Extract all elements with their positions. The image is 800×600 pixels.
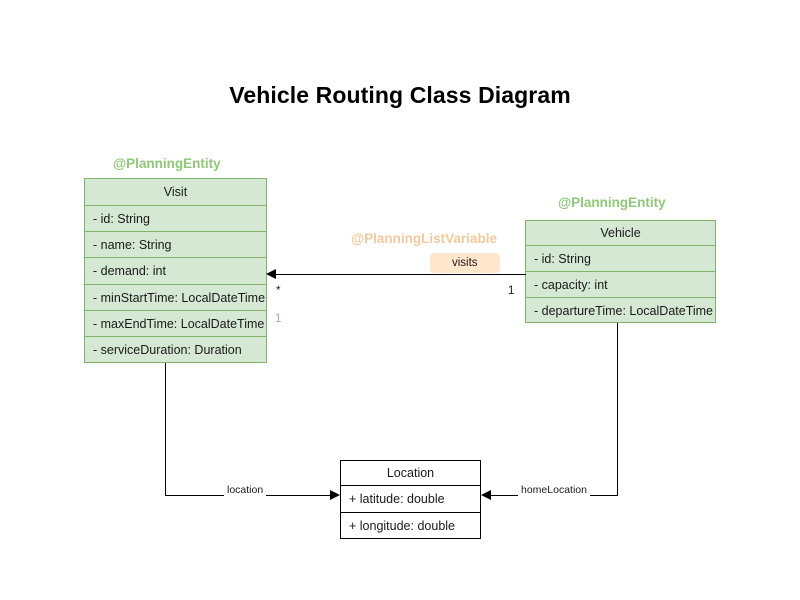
uml-class-location-name: Location xyxy=(341,461,480,486)
uml-class-vehicle[interactable]: Vehicle - id: String - capacity: int - d… xyxy=(525,220,716,323)
uml-attribute: + longitude: double xyxy=(341,513,480,539)
stereotype-vehicle-planning-entity: @PlanningEntity xyxy=(558,195,666,210)
uml-attribute: - capacity: int xyxy=(526,272,715,298)
uml-attribute: - serviceDuration: Duration xyxy=(93,343,242,357)
multiplicity-vehicle-side: 1 xyxy=(508,285,515,297)
arrowhead-vehicle-visit xyxy=(266,269,276,279)
uml-attribute: + latitude: double xyxy=(341,486,480,513)
uml-attribute: - id: String xyxy=(85,206,266,232)
arrowhead-vehicle-location xyxy=(481,490,491,500)
uml-class-visit[interactable]: Visit - id: String - name: String - dema… xyxy=(84,178,267,363)
stereotype-planning-list-variable: @PlanningListVariable xyxy=(351,231,497,246)
multiplicity-visit-location: 1 xyxy=(275,313,282,325)
edge-label-homelocation: homeLocation xyxy=(518,484,590,496)
stereotype-visit-planning-entity: @PlanningEntity xyxy=(113,156,221,171)
multiplicity-visit-side: * xyxy=(276,285,281,297)
edge-label-location: location xyxy=(224,484,267,496)
uml-attribute: - demand: int xyxy=(85,258,266,285)
uml-class-visit-name: Visit xyxy=(85,179,266,206)
uml-attribute: - id: String xyxy=(526,246,715,272)
diagram-title: Vehicle Routing Class Diagram xyxy=(229,82,571,108)
edge-label-visits: visits xyxy=(430,253,500,273)
uml-class-location[interactable]: Location + latitude: double + longitude:… xyxy=(340,460,481,539)
uml-attribute: - departureTime: LocalDateTime xyxy=(534,303,714,318)
uml-attribute: - name: String xyxy=(85,232,266,258)
uml-class-vehicle-name: Vehicle xyxy=(526,221,715,246)
connector-vehicle-location-vertical xyxy=(617,323,618,496)
uml-attribute: - minStartTime: LocalDateTime xyxy=(85,285,266,311)
connector-vehicle-visit xyxy=(276,274,526,275)
connector-visit-location-vertical xyxy=(165,363,166,496)
arrowhead-visit-location xyxy=(330,490,340,500)
uml-attribute: - maxEndTime: LocalDateTime xyxy=(85,311,266,337)
